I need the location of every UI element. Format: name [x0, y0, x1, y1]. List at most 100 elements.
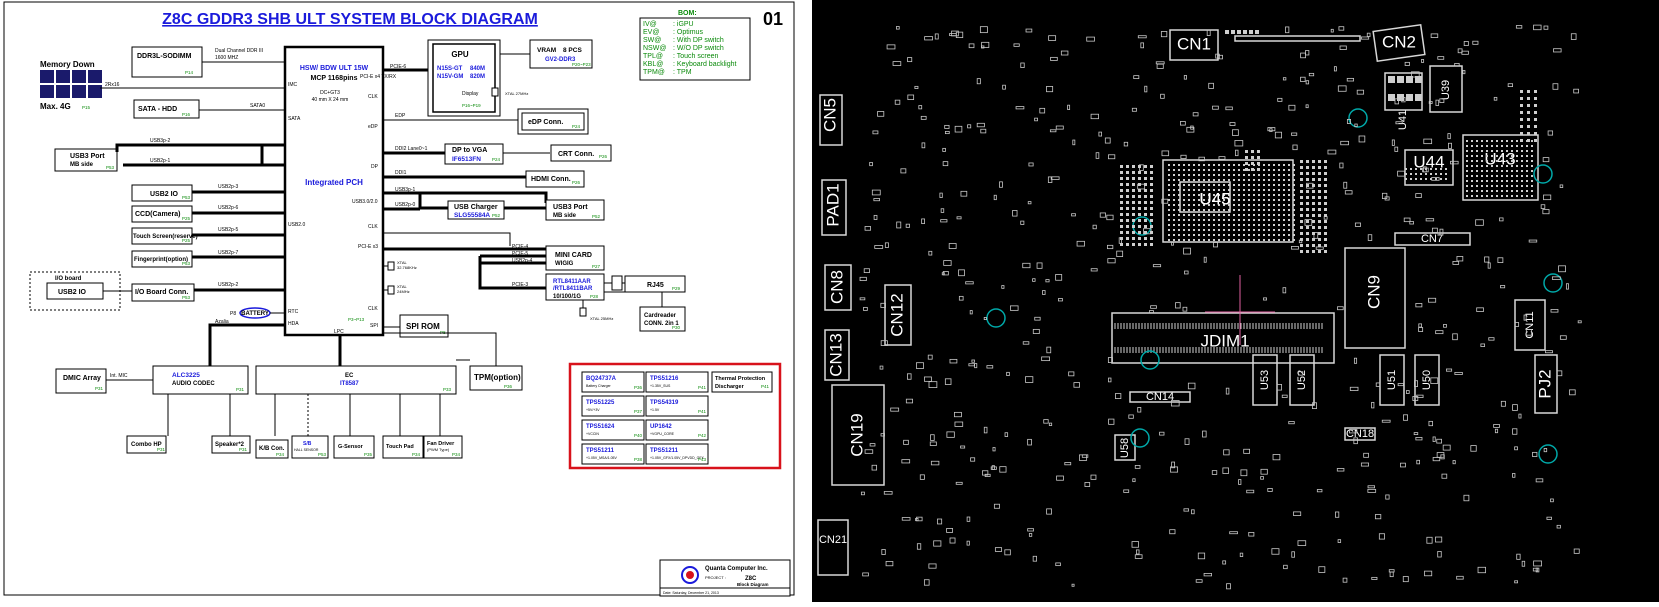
gpu-block: GPU N15S-GT 840M N15V-GM 820M Display P1… — [383, 39, 528, 117]
rtl-page: P28 — [590, 294, 599, 299]
card-page: P30 — [672, 325, 681, 330]
tpm-page: P36 — [504, 384, 513, 389]
ccd-label: CCD(Camera) — [135, 211, 181, 218]
touchpad-page: P34 — [412, 452, 421, 457]
dmic-bus: Int. MIC — [110, 373, 128, 379]
rj45-page: P29 — [672, 286, 681, 291]
mini-card-block: MINI CARD WIGIG P27 PCIE-4 PCIE-5 USB2p-… — [383, 232, 605, 271]
memory-chip — [56, 70, 70, 83]
usb3-port-right-block: USB3 Port MB side P52 — [545, 199, 605, 221]
usb3-right-page: P52 — [592, 214, 601, 219]
pcb-refdes: CN19 — [847, 413, 866, 456]
memory-chip — [88, 85, 102, 98]
ioconn-label: I/O Board Conn. — [135, 289, 188, 296]
azalia-label: Azalia — [215, 319, 229, 325]
xtal1-line1: XTAL — [397, 260, 407, 265]
ec-block: EC IT8587 P33 — [255, 335, 470, 436]
dpvga-bus: DDI2 Lane0~1 — [395, 146, 428, 152]
fan-line2: (PWM Type) — [427, 447, 450, 452]
pin-lpc: LPC — [334, 329, 344, 335]
hdmi-label: HDMI Conn. — [531, 176, 571, 183]
gpu-line1: N15S-GT — [437, 66, 463, 72]
bom-desc: : Touch screen — [673, 53, 719, 60]
power-ic-desc: +VCCIN — [586, 432, 599, 436]
gsensor-page: P35 — [364, 452, 373, 457]
pin-spi: SPI — [370, 323, 378, 329]
pcb-refdes: PAD1 — [823, 183, 842, 226]
power-ic-page: P43 — [698, 457, 707, 462]
dp-to-vga-block: DP to VGA IF6513FN P24 DDI2 Lane0~1 — [383, 143, 550, 165]
power-ic-name: UP1642 — [650, 424, 672, 430]
bom-desc: : W/O DP switch — [673, 45, 724, 52]
bom-code: SW@ — [643, 37, 661, 44]
pcb-outline — [1404, 149, 1454, 186]
xtal-group: XTAL 32.768KHz XTAL 24MHz — [383, 260, 417, 295]
bom-desc: : TPM — [673, 69, 692, 76]
pin-imc: IMC — [288, 82, 298, 88]
touch-label: Touch Screen(reserve) — [133, 234, 198, 240]
pcb-refdes: CN11 — [1524, 311, 1536, 338]
pcb-outline — [1114, 434, 1136, 461]
pcb-refdes: CN14 — [1146, 391, 1174, 403]
bom-code: EV@ — [643, 29, 659, 36]
hall-sensor-block: S/B HALL SENSOR P53 — [291, 435, 329, 459]
pcb-outline — [1372, 23, 1426, 63]
memory-chip — [72, 70, 86, 83]
finger-bus: USB2p-7 — [218, 250, 239, 256]
gpu-page: P16~P19 — [462, 103, 481, 108]
pcb-refdes: U45 — [1199, 189, 1230, 208]
pcb-outline — [1534, 354, 1558, 414]
edp-label: eDP Conn. — [528, 119, 563, 126]
finger-label: Fingerprint(option) — [134, 257, 188, 263]
power-ic-name: BQ24737A — [586, 376, 617, 382]
kbcon-page: P34 — [276, 452, 285, 457]
power-ic-name: TPS51216 — [650, 376, 679, 382]
pcb-outline — [1379, 354, 1405, 406]
pcb-mount-hole — [1538, 444, 1558, 464]
thermal-line1: Thermal Protection — [715, 376, 766, 382]
power-ic-name: TPS51225 — [586, 400, 615, 406]
gpu-pcie-label: PCIE-6 — [390, 64, 406, 70]
power-ic-desc: Battery Charger — [586, 384, 612, 388]
quanta-name: Quanta Computer Inc. — [705, 566, 768, 572]
pcb-refdes: U39 — [1440, 80, 1452, 100]
dpvga-line2: IF6513FN — [452, 156, 481, 163]
power-ic-page: P42 — [698, 433, 707, 438]
combo-hp-block: Combo HP P31 — [126, 435, 167, 454]
combo-page: P31 — [157, 447, 166, 452]
pcb-refdes: CN5 — [820, 98, 839, 132]
edp-conn-block: eDP Conn. P24 EDP — [383, 108, 589, 135]
memory-down-title: Memory Down — [40, 60, 95, 69]
cardreader-block: Cardreader CONN. 2in 1 P30 — [604, 291, 686, 332]
crt-label: CRT Conn. — [558, 151, 594, 158]
power-ic-page: P40 — [634, 433, 643, 438]
power-ic-page: P37 — [634, 409, 643, 414]
ddr-bus1: Dual Channel DDR III — [215, 48, 263, 54]
pcb-refdes: U51 — [1386, 370, 1398, 390]
pcb-outline — [1344, 427, 1376, 441]
pin-dp: DP — [371, 164, 379, 170]
pin-sata: SATA — [288, 116, 301, 122]
usb3-left-bus1: USB3p-2 — [150, 138, 171, 144]
bom-code: TPL@ — [643, 53, 663, 60]
rtl-pcie: PCIE-3 — [512, 282, 528, 288]
gpu-line2b: 820M — [470, 74, 485, 80]
quanta-date: Date: Saturday, December 21, 2013 — [663, 591, 719, 595]
usb3-right-line2: MB side — [553, 213, 577, 219]
pcb-outline — [1111, 312, 1335, 364]
vram-line1: VRAM — [537, 47, 556, 54]
dpvga-line1: DP to VGA — [452, 147, 487, 154]
battery-block: BATTERY P8 Azalia — [208, 307, 285, 366]
hall-page: P53 — [318, 452, 327, 457]
battery-label: BATTERY — [241, 311, 269, 317]
rtl-line1: RTL8411AAR — [553, 279, 591, 285]
finger-page: P53 — [182, 261, 191, 266]
memory-chip — [56, 85, 70, 98]
pch-label: Integrated PCH — [305, 178, 363, 187]
bom-desc: : iGPU — [673, 21, 694, 28]
vram-line2: GV2-DDR3 — [545, 57, 576, 63]
ioboard-usb: USB2 IO — [58, 289, 87, 296]
ccd-bus: USB2p-6 — [218, 205, 239, 211]
